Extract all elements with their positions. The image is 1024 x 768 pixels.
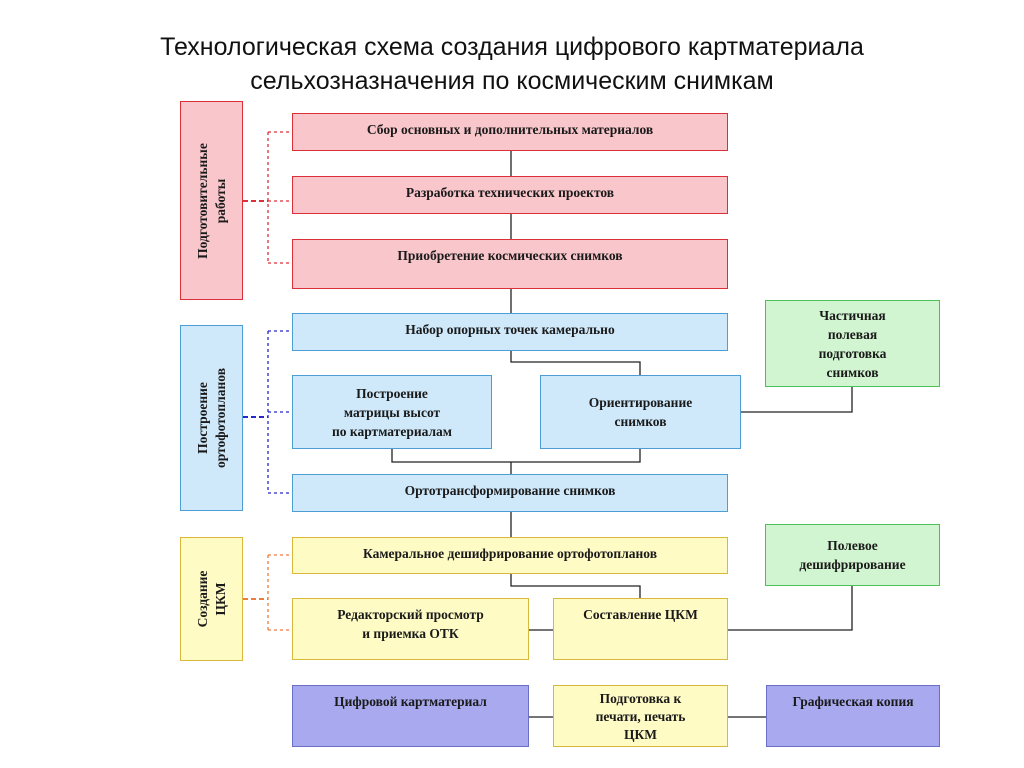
box-desk-interpretation: Камеральное дешифрирование ортофотоплано… bbox=[292, 537, 728, 574]
box-partial-field-prep: Частичная полевая подготовка снимков bbox=[765, 300, 940, 387]
box-collect-materials-label: Сбор основных и дополнительных материало… bbox=[366, 122, 654, 137]
flow-connectors bbox=[391, 151, 853, 718]
box-orthotransform-label: Ортотрансформирование снимков bbox=[404, 483, 616, 498]
box-tech-projects: Разработка технических проектов bbox=[292, 176, 728, 214]
box-height-matrix-label: Построение матрицы высот по картматериал… bbox=[332, 385, 452, 439]
connector-partial-orient bbox=[741, 387, 853, 413]
box-field-interpretation: Полевое дешифрирование bbox=[765, 524, 940, 586]
box-orientation-label: Ориентирование снимков bbox=[588, 395, 693, 429]
box-collect-materials: Сбор основных и дополнительных материало… bbox=[292, 113, 728, 151]
box-partial-field-prep-label: Частичная полевая подготовка снимков bbox=[818, 307, 887, 380]
box-digital-map: Цифровой картматериал bbox=[292, 685, 529, 747]
box-orthotransform: Ортотрансформирование снимков bbox=[292, 474, 728, 512]
box-purchase-images: Приобретение космических снимков bbox=[292, 239, 728, 289]
stage-ortho-label: Построение ортофотопланов bbox=[194, 368, 228, 468]
box-tech-projects-label: Разработка технических проектов bbox=[405, 185, 615, 200]
connector-matrix-orient bbox=[391, 449, 641, 463]
box-editor-review-label: Редакторский просмотр и приемка ОТК bbox=[337, 607, 484, 641]
connector-field-compile bbox=[728, 586, 853, 631]
bracket-ckm bbox=[243, 554, 292, 631]
title-line-2: сельхозназначения по космическим снимкам bbox=[250, 67, 774, 95]
box-control-points-label: Набор опорных точек камерально bbox=[405, 322, 615, 337]
box-digital-map-label: Цифровой картматериал bbox=[334, 694, 487, 709]
box-field-interpretation-label: Полевое дешифрирование bbox=[799, 538, 906, 572]
page-title: Технологическая схема создания цифрового… bbox=[0, 30, 1024, 98]
box-control-points: Набор опорных точек камерально bbox=[292, 313, 728, 351]
box-graphic-copy-label: Графическая копия bbox=[792, 694, 914, 709]
box-compile-ckm: Составление ЦКМ bbox=[553, 598, 728, 660]
connector-points-orient bbox=[510, 351, 641, 375]
stage-ckm-label: Создание ЦКМ bbox=[194, 570, 228, 628]
stage-prep: Подготовительные работы bbox=[180, 101, 243, 300]
box-editor-review: Редакторский просмотр и приемка ОТК bbox=[292, 598, 529, 660]
box-height-matrix: Построение матрицы высот по картматериал… bbox=[292, 375, 492, 449]
bracket-ortho bbox=[243, 330, 292, 494]
box-print-prep-label: Подготовка к печати, печать ЦКМ bbox=[595, 691, 686, 742]
stage-ckm: Создание ЦКМ bbox=[180, 537, 243, 661]
box-print-prep: Подготовка к печати, печать ЦКМ bbox=[553, 685, 728, 747]
box-orientation: Ориентирование снимков bbox=[540, 375, 741, 449]
title-line-1: Технологическая схема создания цифрового… bbox=[160, 33, 864, 61]
bracket-prep bbox=[243, 131, 292, 264]
box-graphic-copy: Графическая копия bbox=[766, 685, 940, 747]
box-compile-ckm-label: Составление ЦКМ bbox=[583, 607, 698, 622]
connector-desk-compile bbox=[510, 574, 641, 598]
stage-prep-label: Подготовительные работы bbox=[194, 142, 228, 259]
box-desk-interpretation-label: Камеральное дешифрирование ортофотоплано… bbox=[362, 546, 658, 561]
box-purchase-images-label: Приобретение космических снимков bbox=[397, 248, 623, 263]
stage-ortho: Построение ортофотопланов bbox=[180, 325, 243, 511]
